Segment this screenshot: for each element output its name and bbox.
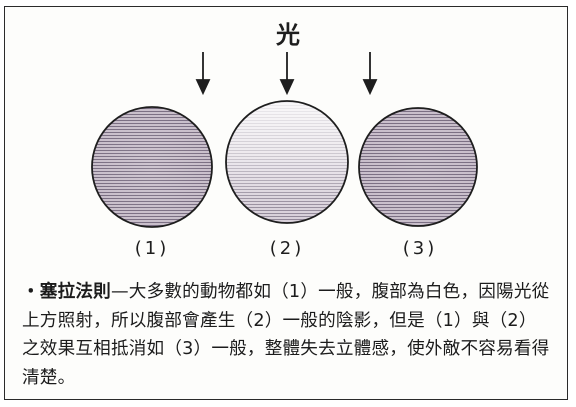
caption-body: —大多數的動物都如（1）一般，腹部為白色，因陽光從上方照射，所以腹部會產生（2）…: [22, 282, 550, 388]
sphere-1: [91, 106, 213, 228]
sphere-label-2: (2): [270, 238, 305, 259]
sphere-label-3: (3): [403, 238, 438, 259]
light-label: 光: [275, 21, 300, 49]
light-arrow-3: [362, 52, 378, 96]
sphere-3: [358, 107, 478, 227]
light-arrow-1: [195, 52, 211, 96]
sphere-2: [225, 100, 349, 224]
diagram: 光 (1) (2) (3): [91, 21, 478, 259]
caption: ・塞拉法則—大多數的動物都如（1）一般，腹部為白色，因陽光從上方照射，所以腹部會…: [22, 278, 552, 392]
light-arrow-2: [279, 52, 295, 96]
caption-term: 塞拉法則: [39, 282, 111, 302]
sphere-label-1: (1): [135, 238, 170, 259]
caption-bullet: ・: [22, 282, 40, 302]
